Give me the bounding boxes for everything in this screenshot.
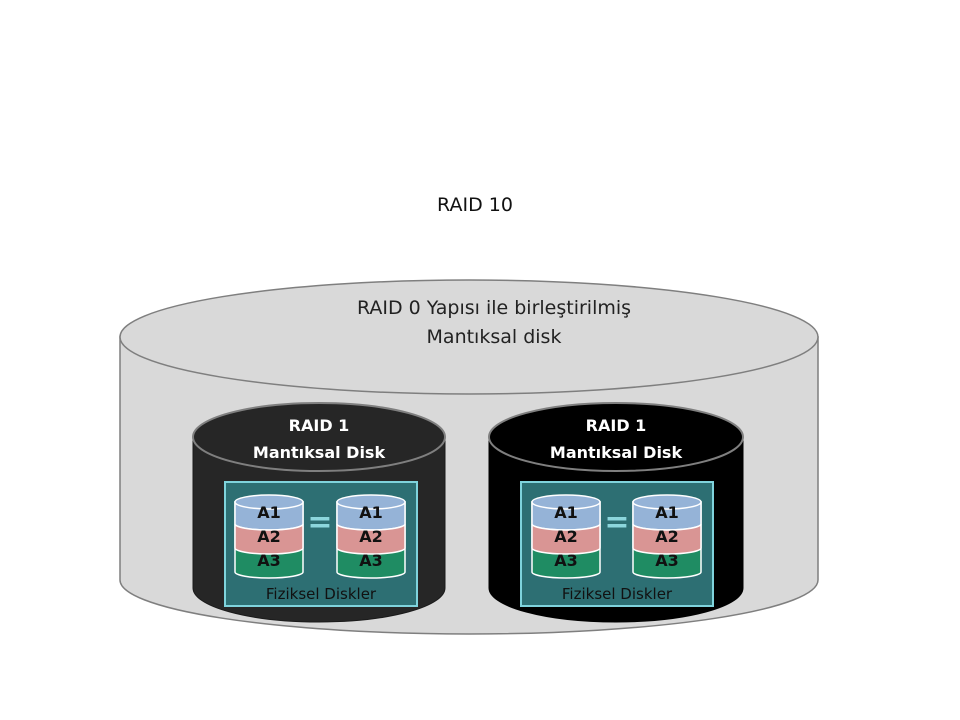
equals-sign-left: = bbox=[307, 505, 332, 540]
physical-disks-label-right: Fiziksel Diskler bbox=[562, 585, 673, 603]
physical-disk-right-1: A1 A2 A3 bbox=[531, 494, 601, 579]
physical-disk-left-2-top bbox=[336, 494, 406, 510]
raid1-right-label-line1: RAID 1 bbox=[586, 416, 647, 435]
equals-sign-right: = bbox=[604, 505, 629, 540]
block-a2-label: A2 bbox=[359, 527, 383, 546]
block-a1-label: A1 bbox=[359, 503, 383, 522]
physical-disk-left-1-top bbox=[234, 494, 304, 510]
block-a3-label: A3 bbox=[359, 551, 383, 570]
block-a3-label: A3 bbox=[554, 551, 578, 570]
physical-disks-label-left: Fiziksel Diskler bbox=[266, 585, 377, 603]
raid1-disk-right: RAID 1 Mantıksal Disk A1 A2 A3 = A1 A2 A… bbox=[488, 402, 744, 623]
block-a2-shape bbox=[336, 523, 406, 555]
raid1-right-label-line2: Mantıksal Disk bbox=[550, 443, 683, 462]
physical-disk-right-1-top bbox=[531, 494, 601, 510]
block-a1-label: A1 bbox=[257, 503, 281, 522]
outer-disk-top bbox=[119, 279, 819, 395]
block-a1-label: A1 bbox=[554, 503, 578, 522]
physical-disk-left-2: A1 A2 A3 bbox=[336, 494, 406, 579]
diagram-title: RAID 10 bbox=[437, 194, 513, 216]
block-a2-label: A2 bbox=[655, 527, 679, 546]
outer-disk-label-line1: RAID 0 Yapısı ile birleştirilmiş bbox=[357, 297, 631, 319]
raid1-left-top bbox=[192, 402, 446, 472]
raid1-disk-left: RAID 1 Mantıksal Disk A1 A2 A3 = A1 A2 A… bbox=[192, 402, 446, 623]
block-a2-label: A2 bbox=[257, 527, 281, 546]
block-a3-label: A3 bbox=[257, 551, 281, 570]
physical-disk-left-1: A1 A2 A3 bbox=[234, 494, 304, 579]
block-a2-shape bbox=[531, 523, 601, 555]
raid1-left-label-line1: RAID 1 bbox=[289, 416, 350, 435]
block-a2-shape bbox=[632, 523, 702, 555]
block-a2-shape bbox=[234, 523, 304, 555]
block-a3-label: A3 bbox=[655, 551, 679, 570]
block-a1-label: A1 bbox=[655, 503, 679, 522]
outer-disk-label-line2: Mantıksal disk bbox=[427, 326, 562, 348]
raid1-right-top bbox=[488, 402, 744, 472]
raid1-left-label-line2: Mantıksal Disk bbox=[253, 443, 386, 462]
block-a2-label: A2 bbox=[554, 527, 578, 546]
physical-disk-right-2-top bbox=[632, 494, 702, 510]
physical-disk-right-2: A1 A2 A3 bbox=[632, 494, 702, 579]
